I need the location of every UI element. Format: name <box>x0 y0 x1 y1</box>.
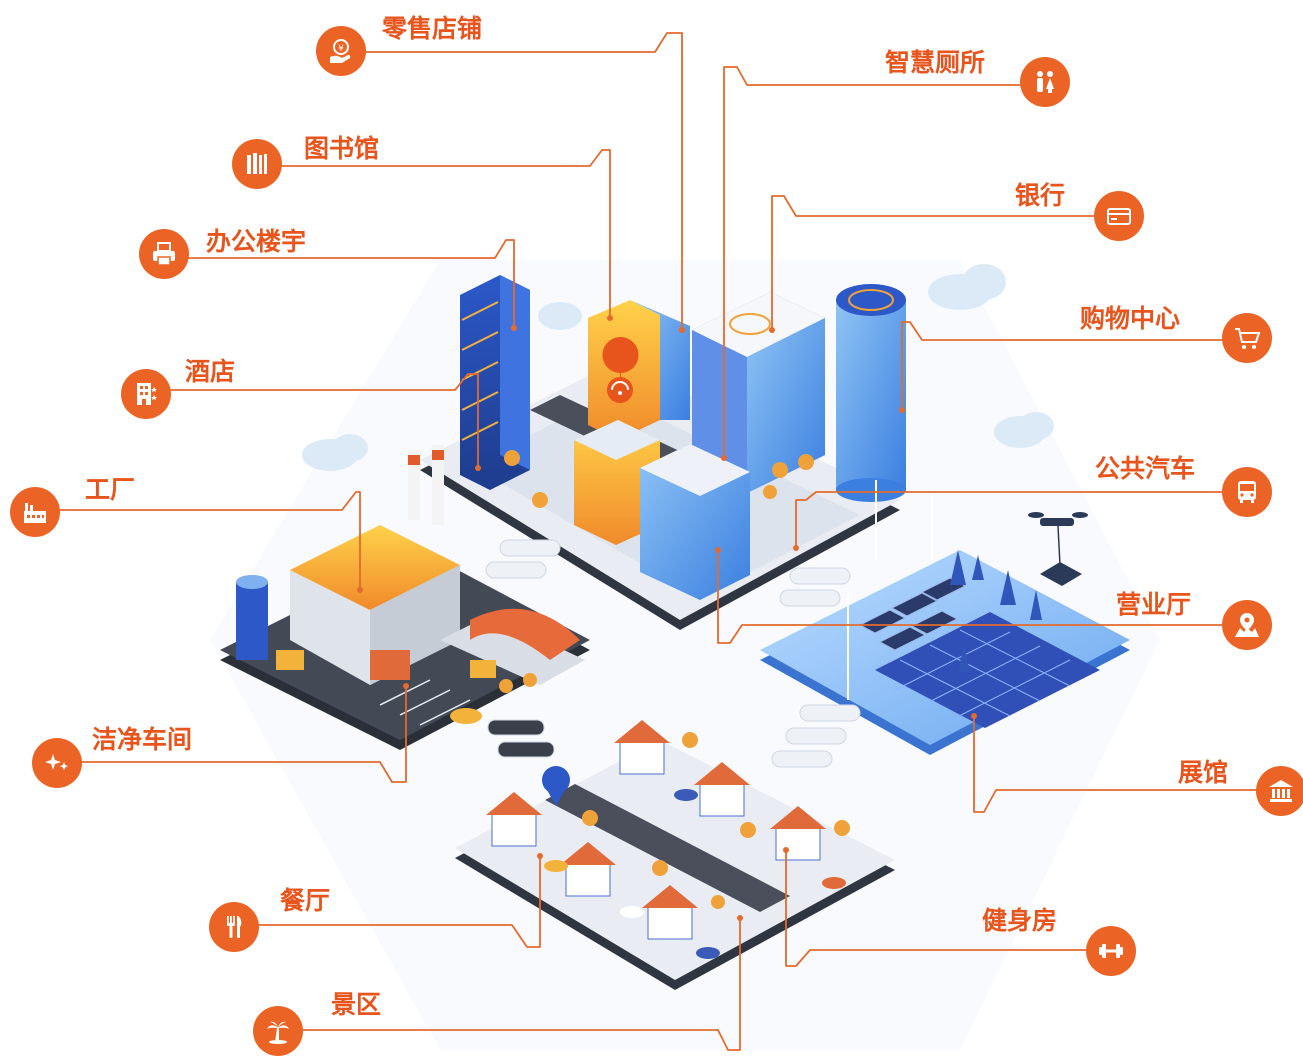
printer-icon <box>139 229 189 279</box>
cart-icon <box>1222 313 1272 363</box>
cloud-decoration <box>302 264 1054 471</box>
label-service-hall: 营业厅 <box>1116 590 1192 619</box>
label-retail: 零售店铺 <box>382 14 483 43</box>
label-bus: 公共汽车 <box>1095 454 1196 483</box>
label-restaurant: 餐厅 <box>280 886 331 915</box>
location-pin-icon <box>542 766 570 806</box>
label-scenic: 景区 <box>331 990 382 1019</box>
label-smart-toilet: 智慧厕所 <box>885 48 986 77</box>
label-bank: 银行 <box>1015 181 1066 210</box>
label-factory: 工厂 <box>85 475 136 504</box>
label-library: 图书馆 <box>304 134 380 163</box>
svg-text:¥: ¥ <box>338 44 344 54</box>
restroom-icon <box>1020 57 1070 107</box>
dumbbell-icon <box>1086 926 1136 976</box>
label-gym: 健身房 <box>982 906 1058 935</box>
label-cleanroom: 洁净车间 <box>92 725 193 754</box>
factory-icon <box>10 487 60 537</box>
museum-icon <box>1256 766 1303 816</box>
sparkle-icon <box>32 738 82 788</box>
label-hotel: 酒店 <box>185 357 236 386</box>
card-icon <box>1094 191 1144 241</box>
palm-tree-icon <box>253 1006 303 1056</box>
books-icon <box>232 139 282 189</box>
label-mall: 购物中心 <box>1080 304 1181 333</box>
wifi-pin-icon <box>602 337 639 410</box>
fork-knife-icon <box>209 902 259 952</box>
coin-hand-icon: ¥ <box>316 26 366 76</box>
hotel-building-icon <box>121 369 171 419</box>
label-office: 办公楼宇 <box>206 227 307 256</box>
map-pin-icon <box>1222 600 1272 650</box>
bus-icon <box>1222 467 1272 517</box>
label-exhibition: 展馆 <box>1178 758 1229 787</box>
